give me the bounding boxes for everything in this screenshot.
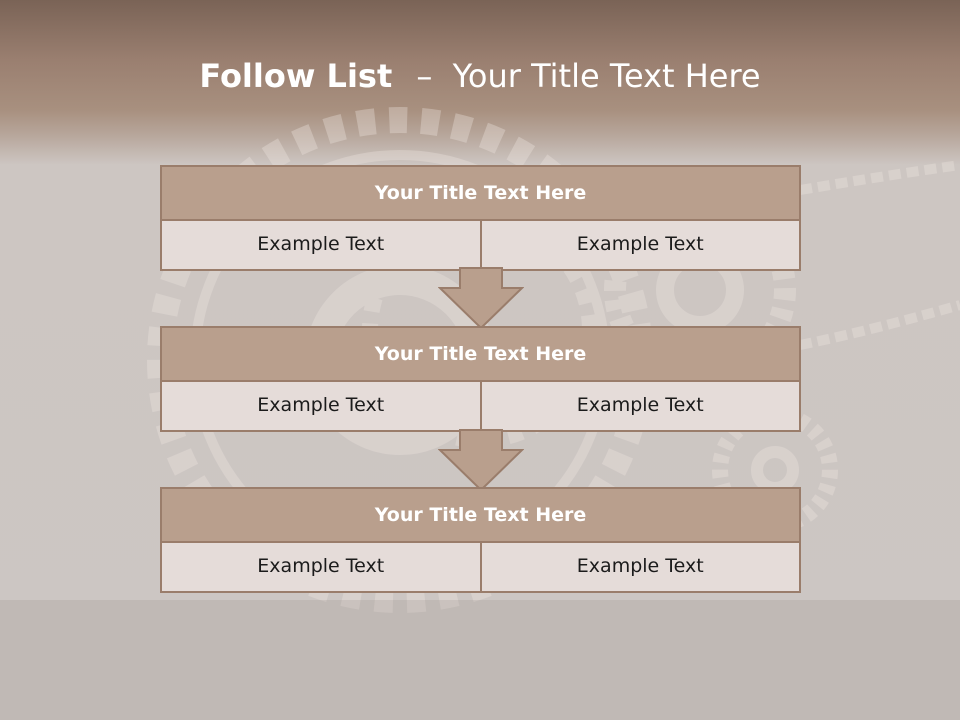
list-block-1: Your Title Text Here Example Text Exampl… <box>160 165 801 271</box>
block-cell-right: Example Text <box>479 382 801 432</box>
block-title: Your Title Text Here <box>160 487 801 543</box>
down-arrow-icon <box>438 267 524 330</box>
slide-title: Follow List – Your Title Text Here <box>0 48 960 108</box>
block-row: Example Text Example Text <box>160 382 801 432</box>
list-block-2: Your Title Text Here Example Text Exampl… <box>160 326 801 432</box>
block-title: Your Title Text Here <box>160 165 801 221</box>
block-title: Your Title Text Here <box>160 326 801 382</box>
block-cell-left: Example Text <box>160 543 480 593</box>
block-cell-left: Example Text <box>160 382 480 432</box>
block-row: Example Text Example Text <box>160 543 801 593</box>
slide-title-rest: Your Title Text Here <box>452 57 761 95</box>
block-cell-right: Example Text <box>479 543 801 593</box>
slide-title-separator: – <box>416 57 433 95</box>
block-cell-right: Example Text <box>479 221 801 271</box>
block-cell-left: Example Text <box>160 221 480 271</box>
list-block-3: Your Title Text Here Example Text Exampl… <box>160 487 801 593</box>
slide-title-bold: Follow List <box>199 57 393 95</box>
down-arrow-icon <box>438 429 524 492</box>
block-row: Example Text Example Text <box>160 221 801 271</box>
